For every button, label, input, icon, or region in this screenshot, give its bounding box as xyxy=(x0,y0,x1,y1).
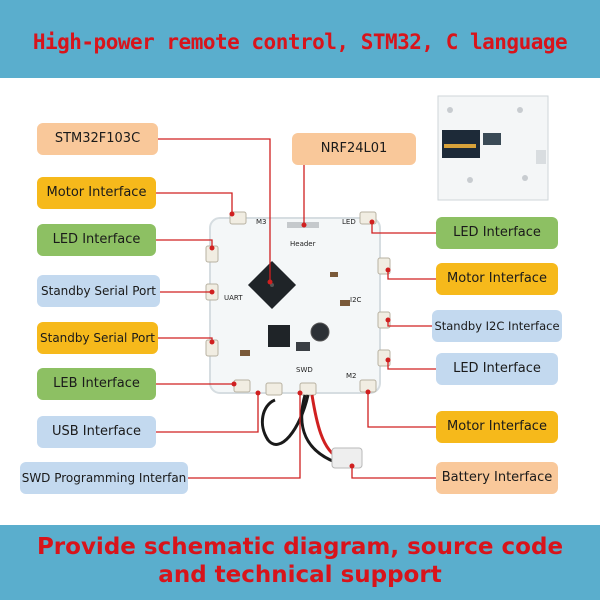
label-standby-i2c-interface: Standby I2C Interface xyxy=(432,310,562,342)
label-nrf24l01: NRF24L01 xyxy=(292,133,416,165)
battery-plug xyxy=(331,447,363,469)
nrf-module-photo xyxy=(437,95,549,201)
label-led-interface-right-mid: LED Interface xyxy=(436,353,558,385)
top-banner xyxy=(0,0,600,78)
silk-led: LED xyxy=(342,218,356,226)
silk-i2c: I2C xyxy=(350,296,362,304)
silk-swd: SWD xyxy=(296,366,313,374)
label-motor-interface-right-bottom: Motor Interface xyxy=(436,411,558,443)
footer-line-1: Provide schematic diagram, source code xyxy=(36,534,564,560)
footer-line-2: and technical support xyxy=(158,562,442,588)
page-title: High-power remote control, STM32, C lang… xyxy=(32,30,568,54)
label-led-interface-right-top: LED Interface xyxy=(436,217,558,249)
silk-m2: M2 xyxy=(346,372,357,380)
label-usb-interface: USB Interface xyxy=(37,416,156,448)
label-led-interface-left: LED Interface xyxy=(37,224,156,256)
label-stm32: STM32F103C xyxy=(37,123,158,155)
label-motor-interface-right-top: Motor Interface xyxy=(436,263,558,295)
silk-uart: UART xyxy=(224,294,243,302)
label-standby-serial-port-2: Standby Serial Port xyxy=(37,322,158,354)
label-battery-interface: Battery Interface xyxy=(436,462,558,494)
battery-cable xyxy=(260,394,363,469)
label-standby-serial-port-1: Standby Serial Port xyxy=(37,275,160,307)
bottom-banner xyxy=(0,525,600,600)
pcb-board: Header LED M3 M2 SWD UART I2C xyxy=(205,211,391,396)
label-swd-programming-interface: SWD Programming Interfan xyxy=(20,462,188,494)
silk-header: Header xyxy=(290,240,316,248)
label-leb-interface: LEB Interface xyxy=(37,368,156,400)
silk-m3: M3 xyxy=(256,218,267,226)
secondary-chip xyxy=(268,325,290,347)
label-motor-interface-left: Motor Interface xyxy=(37,177,156,209)
